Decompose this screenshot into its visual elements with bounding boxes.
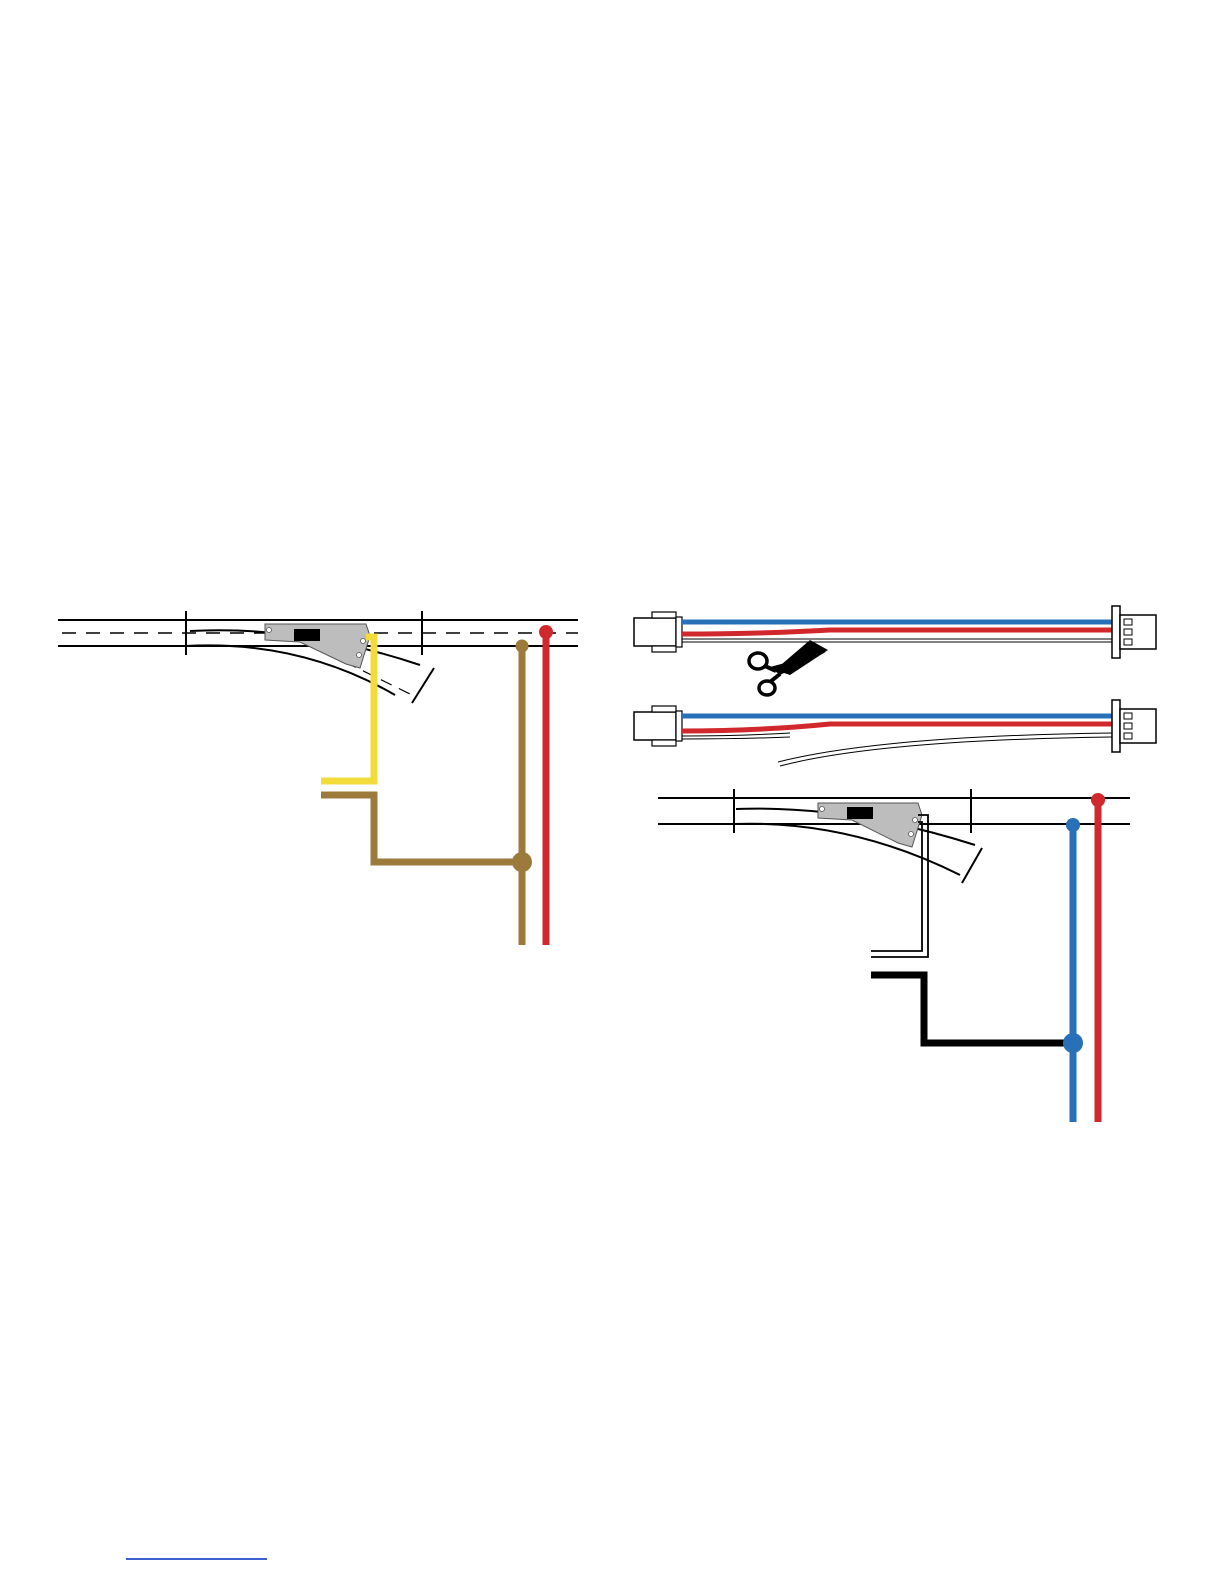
cable1-left-plug [634,618,676,646]
footer-rule [126,1558,267,1560]
right-red-connector [1091,793,1105,807]
brown-rail-connector [516,640,529,653]
cable2-right-connector [1112,700,1120,752]
scissors-icon [749,640,828,695]
blue-rail-connector [1066,818,1080,832]
right-panel [634,606,1156,1122]
brown-wire [321,795,522,862]
left-panel [58,611,578,945]
blue-junction [1063,1033,1083,1053]
cable1-right-connector [1112,606,1120,658]
black-wire [871,975,1073,1043]
brown-junction [512,852,532,872]
cable-original [634,606,1156,658]
cable2-left-plug [634,712,676,740]
red-rail-connector [539,625,553,639]
cable-cut [634,700,1156,766]
